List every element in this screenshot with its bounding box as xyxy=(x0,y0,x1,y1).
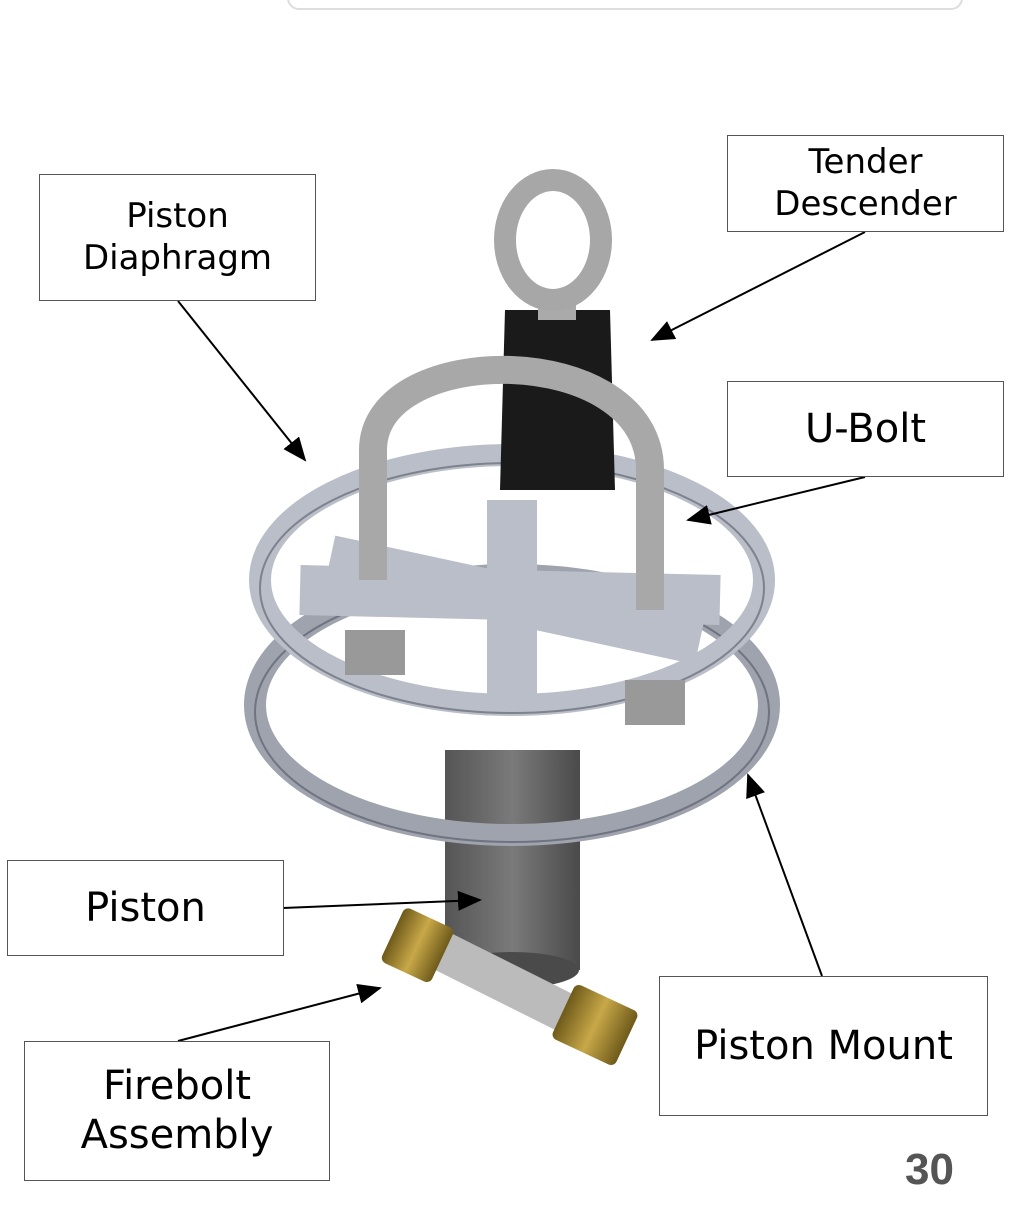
page-number: 30 xyxy=(905,1145,954,1194)
arrow-firebolt-assembly xyxy=(177,983,382,1042)
label-tender-descender: Tender Descender xyxy=(727,135,1004,232)
arrow-piston-diaphragm xyxy=(177,300,307,462)
firebolt-assembly-drawing xyxy=(381,908,638,1066)
label-piston-mount: Piston Mount xyxy=(659,976,988,1116)
label-piston-diaphragm: Piston Diaphragm xyxy=(39,174,316,301)
label-piston: Piston xyxy=(7,860,284,956)
piston-diaphragm-ring xyxy=(249,444,775,716)
leader-lines xyxy=(177,231,866,1042)
arrow-piston xyxy=(282,890,482,911)
u-bolt-drawing xyxy=(345,355,685,725)
tender-descender-drawing xyxy=(494,169,615,490)
label-u-bolt: U-Bolt xyxy=(727,381,1004,477)
arrow-u-bolt xyxy=(686,476,866,525)
arrow-tender-descender xyxy=(650,231,866,341)
label-firebolt-assembly: Firebolt Assembly xyxy=(24,1041,330,1181)
arrow-piston-mount xyxy=(746,773,823,977)
